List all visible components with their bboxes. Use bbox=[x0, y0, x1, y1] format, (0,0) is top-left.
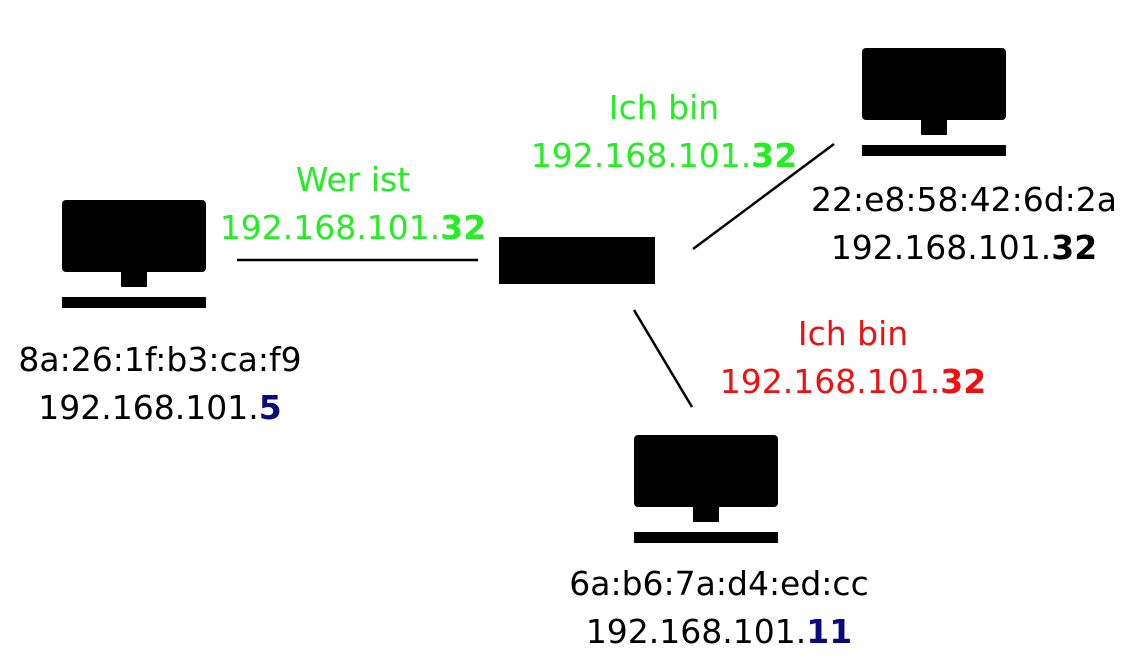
host-bottom-info: 6a:b6:7a:d4:ed:cc 192.168.101.11 bbox=[559, 560, 879, 656]
link-switch-top-right bbox=[692, 142, 835, 251]
reply-legit-message: Ich bin 192.168.101.32 bbox=[514, 84, 814, 180]
monitor-base bbox=[862, 145, 1006, 156]
reply-legit-text: Ich bin bbox=[608, 88, 720, 127]
host-top-right-ip: 192.168.101.32 bbox=[830, 228, 1098, 267]
monitor-stand bbox=[121, 272, 147, 287]
computer-icon-left bbox=[62, 200, 206, 308]
host-bottom-mac: 6a:b6:7a:d4:ed:cc bbox=[569, 564, 869, 603]
reply-spoof-ip: 192.168.101.32 bbox=[719, 362, 987, 401]
reply-legit-ip: 192.168.101.32 bbox=[530, 136, 798, 175]
switch-icon bbox=[499, 237, 655, 284]
computer-icon-bottom bbox=[634, 435, 778, 543]
monitor-screen bbox=[62, 200, 206, 272]
request-ip: 192.168.101.32 bbox=[219, 208, 487, 247]
host-left-mac: 8a:26:1f:b3:ca:f9 bbox=[18, 340, 302, 379]
computer-icon-top-right bbox=[862, 48, 1006, 156]
monitor-stand bbox=[921, 120, 947, 135]
request-message: Wer ist 192.168.101.32 bbox=[203, 156, 503, 252]
monitor-screen bbox=[862, 48, 1006, 120]
host-top-right-info: 22:e8:58:42:6d:2a 192.168.101.32 bbox=[804, 176, 1124, 272]
host-bottom-ip: 192.168.101.11 bbox=[585, 612, 853, 651]
reply-spoof-text: Ich bin bbox=[797, 314, 909, 353]
request-text: Wer ist bbox=[295, 160, 411, 199]
monitor-stand bbox=[693, 507, 719, 522]
host-top-right-mac: 22:e8:58:42:6d:2a bbox=[810, 180, 1118, 219]
host-left-info: 8a:26:1f:b3:ca:f9 192.168.101.5 bbox=[0, 336, 320, 432]
link-switch-bottom bbox=[632, 309, 694, 408]
monitor-base bbox=[62, 297, 206, 308]
monitor-screen bbox=[634, 435, 778, 507]
reply-spoof-message: Ich bin 192.168.101.32 bbox=[703, 310, 1003, 406]
monitor-base bbox=[634, 532, 778, 543]
host-left-ip: 192.168.101.5 bbox=[38, 388, 282, 427]
